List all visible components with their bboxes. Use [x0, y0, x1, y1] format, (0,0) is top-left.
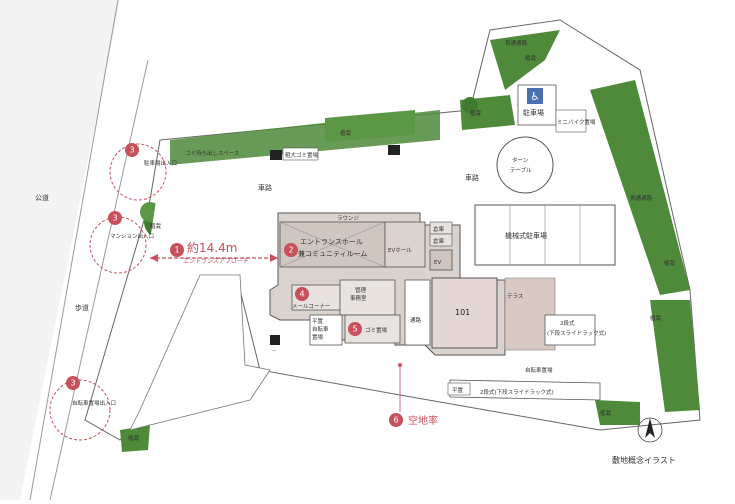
bicycle-flat-label-2: 自転車	[312, 325, 329, 333]
walkway-label: 歩道	[75, 303, 89, 312]
bulky-garbage-area	[282, 147, 319, 161]
storage-label-1: 倉庫	[433, 225, 445, 233]
bike-entry-label: 自転車置場出入口	[72, 399, 116, 407]
mini-bike-area	[555, 109, 587, 133]
marker-3-bike: 3	[66, 376, 80, 390]
turn-table-label-1: ターン	[512, 156, 529, 164]
ev-hall-room	[384, 221, 426, 268]
ev-hall-label: EVホール	[388, 247, 412, 254]
planting-label-7: 植栽	[650, 314, 662, 322]
planting-strip-top	[490, 30, 560, 90]
svg-text:4: 4	[299, 290, 304, 299]
mini-bike-label: ミニバイク置場	[557, 118, 596, 126]
turn-table	[496, 136, 554, 194]
driveway-label-top: 車路	[258, 183, 272, 192]
planting-label-5: 植栽	[600, 409, 612, 417]
marker-3-mansion: 3	[108, 211, 122, 225]
flat-bicycle-room	[309, 314, 343, 346]
bicycle-parking-label: 自転車置場	[525, 366, 553, 374]
marker-2-entrance: 2	[284, 243, 298, 257]
planting-label-1: 植栽	[340, 129, 352, 137]
svg-text:5: 5	[352, 325, 357, 334]
svg-text:3: 3	[129, 146, 134, 155]
ev-shaft	[429, 249, 453, 271]
mail-corner-label: メールコーナー	[292, 303, 330, 310]
management-office-room	[339, 279, 396, 316]
bulky-garbage-label: 粗大ゴミ置場	[285, 151, 319, 159]
marker-6-open-space: 6	[389, 413, 403, 427]
marker-4-mail: 4	[295, 287, 309, 301]
svg-text:♿: ♿	[530, 90, 540, 103]
planting-label-2: 植栽	[470, 109, 482, 117]
svg-text:3: 3	[70, 379, 75, 388]
marker-3-car: 3	[125, 143, 139, 157]
planting-label-4: 植栽	[128, 434, 140, 442]
planting-label-3: 植栽	[150, 222, 162, 230]
through-path-right-label: 貫通通路	[630, 194, 653, 202]
planting-patch-sw	[120, 425, 150, 452]
ev-label: EV	[434, 260, 441, 266]
parking-label: 駐車場	[523, 108, 544, 117]
mansion-entry-label: マンション出入口	[110, 232, 154, 240]
walkway-paving	[129, 274, 271, 431]
planting-patch-se	[595, 400, 640, 425]
wheelchair-icon	[527, 88, 543, 104]
entrance-hall-label-1: エントランスホール	[300, 238, 363, 246]
svg-text:2: 2	[288, 246, 293, 255]
management-label-1: 管理	[355, 286, 367, 294]
svg-text:1: 1	[174, 246, 179, 255]
unit-101-label: 101	[455, 308, 470, 317]
flat-rack	[447, 382, 471, 396]
lounge-label: ラウンジ	[337, 214, 360, 222]
storage-label-2: 倉庫	[433, 237, 445, 245]
car-entry-circle	[109, 143, 167, 201]
bicycle-flat-label-1: 平置	[312, 318, 324, 325]
car-entry-label: 駐車場出入口	[144, 159, 177, 167]
open-space-label: 空地率	[408, 414, 438, 427]
planting-strip-east-2	[650, 300, 700, 412]
two-tier-label-b: (下段スライドラック式)	[547, 329, 606, 337]
garbage-label: ゴミ置場	[365, 326, 388, 334]
storage-room-2	[429, 233, 453, 247]
marker-5-garbage: 5	[348, 322, 362, 336]
garbage-carry-label: ゴミ持ち出しスペース	[185, 149, 239, 157]
road-edge-line	[29, 0, 119, 501]
planting-label-8: 植栽	[525, 54, 537, 62]
passage-room	[404, 279, 431, 346]
bike-entry-circle	[49, 379, 111, 441]
passage-label: 通路	[410, 316, 422, 324]
approach-distance: 約14.4m	[187, 240, 237, 255]
public-road-area	[0, 0, 120, 500]
svg-text:6: 6	[393, 416, 398, 425]
marker-1-approach: 1	[170, 243, 184, 257]
terrace-label: テラス	[507, 293, 523, 300]
driveway-label-mid: 車路	[465, 173, 479, 182]
north-arrow-icon	[637, 417, 663, 443]
planting-label-6: 植栽	[664, 259, 676, 267]
entrance-hall-label-2: 兼コミュニティルーム	[298, 249, 367, 258]
two-tier-bottom-label: 2段式(下段スライドラック式)	[480, 388, 554, 396]
approach-label: エントランスアプローチ	[183, 258, 249, 265]
planting-strip-east	[590, 80, 690, 295]
walkway-edge-line	[49, 59, 149, 501]
public-road-label: 公道	[35, 193, 49, 202]
svg-text:3: 3	[112, 214, 117, 223]
through-path-top-label: 貫通通路	[505, 39, 528, 47]
bicycle-flat-label-3: 置場	[312, 333, 324, 341]
terrace-area	[504, 277, 556, 351]
unit-101	[431, 277, 498, 349]
flat-rack-label: 平置	[452, 387, 464, 394]
two-tier-label-a: 2段式	[560, 319, 575, 327]
bicycle-rack-2tier	[544, 314, 596, 346]
caption: 敷地概念イラスト	[612, 455, 676, 465]
planting-strip-north-2	[325, 110, 415, 142]
turn-table-label-2: テーブル	[510, 166, 532, 174]
mech-parking-label: 機械式駐車場	[505, 231, 547, 240]
management-label-2: 事務室	[350, 294, 367, 302]
